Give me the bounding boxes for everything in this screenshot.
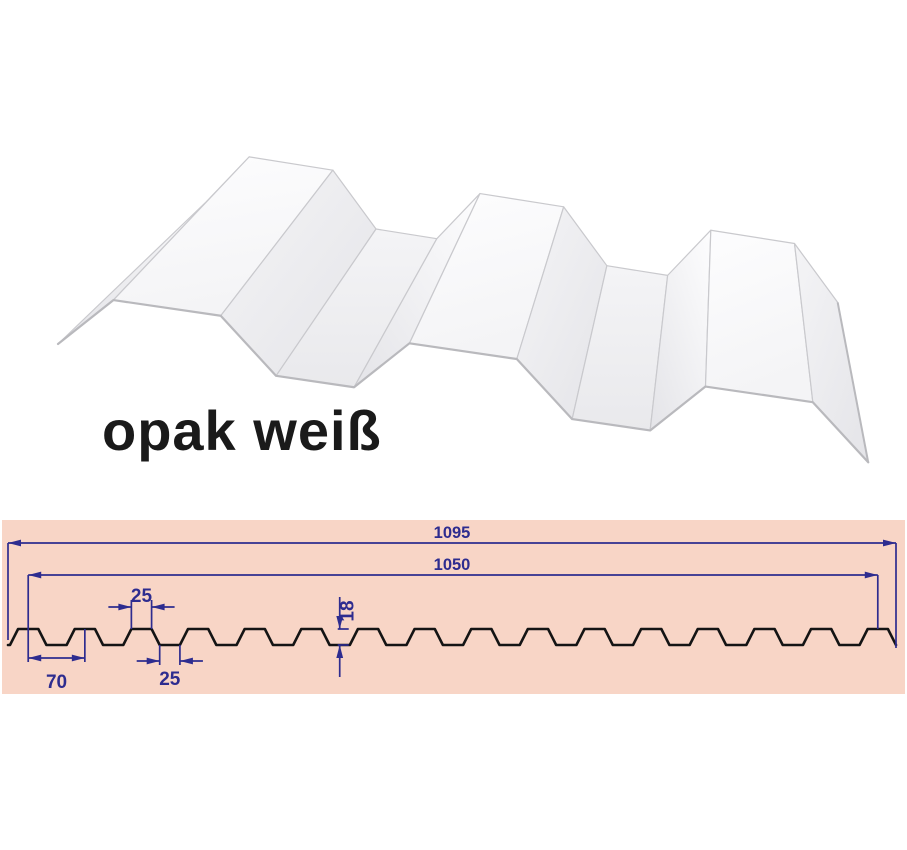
dim-rib-top-label: 25 [131,586,153,607]
dim-pitch-label: 70 [46,672,67,693]
dim-valley-label: 25 [159,669,181,690]
profile-outline [6,627,898,647]
dim-cover-width-label: 1050 [434,556,471,574]
sheet-front-cut-edge [56,298,870,464]
profile-diagram-panel: 1095 1050 25 25 70 18 [2,520,905,694]
sheet-right-cut-edge [836,302,870,463]
profile-cross-section-drawing: 1095 1050 25 25 70 18 [6,524,898,693]
dim-total-width-label: 1095 [434,524,471,542]
dim-height-label: 18 [338,600,359,621]
corrugated-sheet-3d-render [56,156,870,464]
product-color-label: opak weiß [102,399,382,462]
